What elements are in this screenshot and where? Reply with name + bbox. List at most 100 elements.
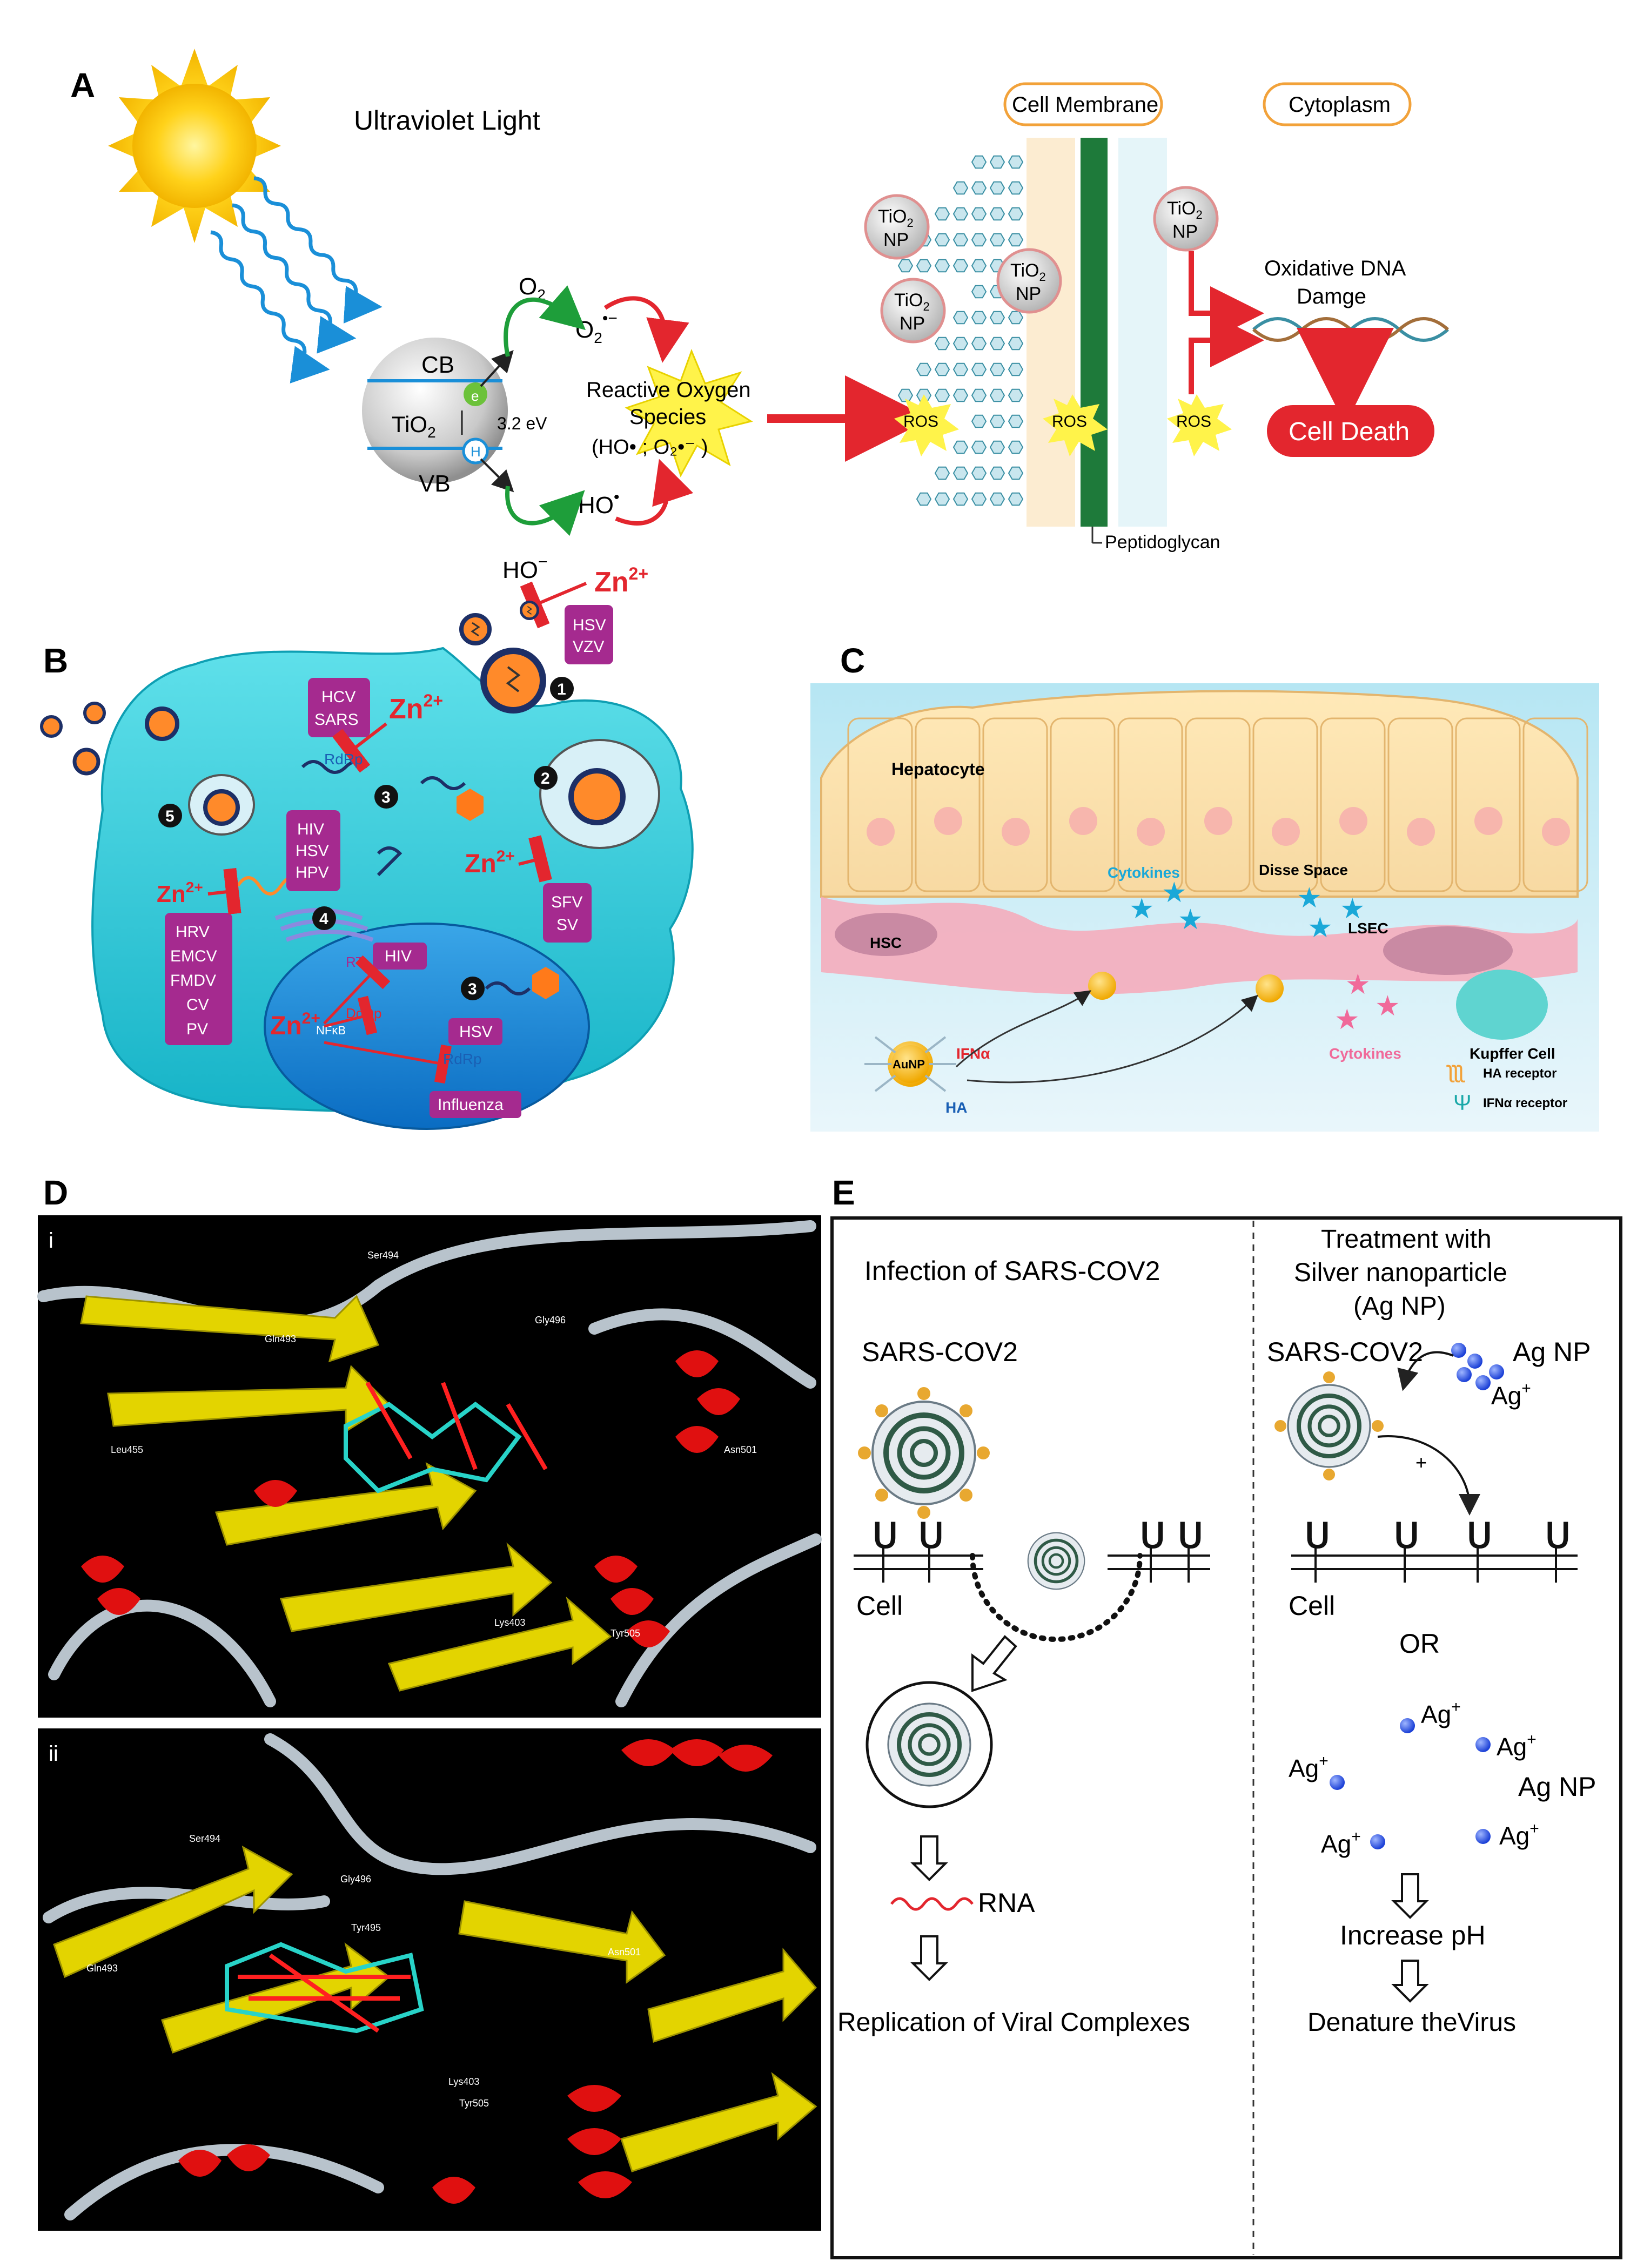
svg-text:TiO2: TiO2: [1010, 260, 1046, 284]
svg-text:★: ★: [1162, 877, 1187, 908]
uv-rays: [210, 176, 383, 383]
cytokine-pink-stars: ★ ★ ★: [1334, 969, 1400, 1035]
ag-ion-label-6: Ag+: [1499, 1820, 1539, 1850]
svg-text:★: ★: [1375, 991, 1400, 1022]
ros-line2: Species: [629, 405, 706, 429]
svg-text:Asn501: Asn501: [724, 1444, 757, 1455]
sars-right-label: SARS-COV2: [1267, 1337, 1423, 1367]
oxidative-line1: Oxidative DNA: [1264, 257, 1406, 280]
svg-text:NP: NP: [1172, 221, 1198, 242]
ho-radical-label: HO•: [578, 488, 620, 519]
ros-line1: Reactive Oxygen: [586, 378, 751, 402]
sars-left-label: SARS-COV2: [862, 1337, 1018, 1367]
svg-text:Tyr505: Tyr505: [459, 2098, 489, 2109]
view-ii-label: ii: [49, 1742, 58, 1766]
ag-ion-label-2: Ag+: [1421, 1698, 1461, 1728]
svg-text:ᑌ: ᑌ: [1305, 1516, 1330, 1555]
svg-text:PV: PV: [186, 1020, 208, 1038]
ros-star-icon: [625, 348, 753, 477]
svg-text:SARS: SARS: [314, 711, 359, 729]
ag-np-label: Ag NP: [1513, 1337, 1591, 1367]
svg-text:3: 3: [468, 980, 477, 998]
sars-spikes-left: [858, 1387, 990, 1519]
tio2-label: TiO2: [392, 412, 436, 441]
zn-label-a: Zn2+: [594, 564, 648, 598]
membrane-structure: [1027, 138, 1167, 527]
svg-text:4: 4: [319, 910, 328, 928]
cell-membrane-box: [1003, 82, 1163, 126]
ho-minus-label: HO−: [502, 553, 548, 583]
sun-icon: [108, 49, 281, 243]
cytokine-blue-stars: ★ ★ ★ ★ ★ ★: [1129, 877, 1365, 944]
ag-ion-label-5: Ag+: [1321, 1828, 1361, 1858]
svg-text:Influenza: Influenza: [438, 1096, 504, 1114]
svg-text:CV: CV: [186, 996, 209, 1014]
ag-ions: [1330, 1718, 1491, 1849]
svg-text:Ser494: Ser494: [367, 1250, 399, 1261]
ag-ion-label-1: Ag+: [1491, 1379, 1531, 1410]
svg-text:5: 5: [165, 807, 175, 825]
cb-label: CB: [421, 352, 454, 378]
svg-text:Leu455: Leu455: [111, 1444, 143, 1455]
svg-text:ROS: ROS: [903, 413, 938, 430]
svg-text:ᑌ: ᑌ: [1178, 1516, 1203, 1555]
uv-light-label: Ultraviolet Light: [354, 105, 540, 136]
badge-hcv-sars: HCV SARS: [308, 678, 370, 737]
nucleus: [264, 923, 590, 1130]
svg-text:3: 3: [381, 789, 391, 806]
svg-text:ᑌ: ᑌ: [918, 1516, 944, 1555]
panel-a-letter: A: [70, 66, 95, 105]
tio2-np-1: TiO2 NP: [864, 194, 930, 260]
ag-ion-label-3: Ag+: [1497, 1731, 1537, 1761]
bandgap-label: 3.2 eV: [497, 414, 547, 433]
zn-label-b2: Zn2+: [157, 879, 203, 907]
lipopolysaccharide-chains: [897, 155, 1024, 506]
svg-text:FMDV: FMDV: [170, 972, 216, 990]
virus-icon: [480, 648, 546, 714]
panel-e-letter: E: [832, 1173, 855, 1212]
svg-text:ROS: ROS: [1052, 413, 1087, 430]
lsec-label: LSEC: [1348, 920, 1388, 937]
ros-line3: (HO• ; O₂•⁻ ): [592, 436, 708, 459]
panel-c-letter: C: [840, 641, 865, 680]
zn-label-b1: Zn2+: [389, 691, 443, 725]
svg-text:Gln493: Gln493: [86, 1963, 118, 1974]
svg-text:ᑌ: ᑌ: [1140, 1516, 1165, 1555]
panel-a: A Ultraviolet Light CB VB e H TiO2 3.2 e…: [70, 49, 1449, 664]
capsid-icon: [457, 789, 484, 821]
cytoplasm-label: Cytoplasm: [1289, 93, 1391, 117]
virus-small-icon: [461, 615, 489, 643]
svg-text:SFV: SFV: [551, 893, 582, 911]
hepatocyte-label: Hepatocyte: [891, 759, 985, 779]
rdrp-label-1: RdRp: [324, 751, 363, 768]
svg-text:★: ★: [1129, 893, 1155, 925]
ha-receptor-icon: ʅʅʅ: [1446, 1056, 1466, 1083]
increase-ph-label: Increase pH: [1340, 1920, 1486, 1950]
cell-right-label: Cell: [1289, 1591, 1335, 1621]
kupffer-cell-icon: [1456, 970, 1548, 1040]
tio2-np-4: TiO2 NP: [1153, 186, 1219, 252]
beta-sheets-i: [80, 1295, 612, 1692]
svg-text:★: ★: [1340, 893, 1365, 925]
badge-sfv-sv: SFV SV: [543, 883, 592, 943]
ros-burst-2: ROS: [1043, 394, 1108, 456]
cell-death-badge: [1267, 405, 1434, 457]
disse-label: Disse Space: [1259, 862, 1348, 878]
svg-text:ᑌ: ᑌ: [1467, 1516, 1492, 1555]
svg-text:Tyr505: Tyr505: [610, 1628, 640, 1639]
rdrp-label-2: RdRp: [443, 1051, 482, 1067]
svg-text:TiO2: TiO2: [1167, 198, 1203, 221]
denature-label: Denature theVirus: [1307, 2008, 1516, 2037]
electron-label: e: [471, 388, 479, 404]
badge-hiv-hsv-hpv: HIV HSV HPV: [286, 810, 340, 891]
residue-labels-i: Ser494 Gln493 Gly496 Leu455 Asn501 Lys40…: [111, 1250, 757, 1639]
cell-left-label: Cell: [856, 1591, 903, 1621]
right-title-2: Silver nanoparticle: [1294, 1258, 1507, 1287]
hsv-label: HSV: [573, 616, 606, 634]
svg-text:HCV: HCV: [321, 688, 355, 706]
svg-text:★: ★: [1334, 1004, 1360, 1035]
oxidative-line2: Damge: [1297, 285, 1366, 308]
